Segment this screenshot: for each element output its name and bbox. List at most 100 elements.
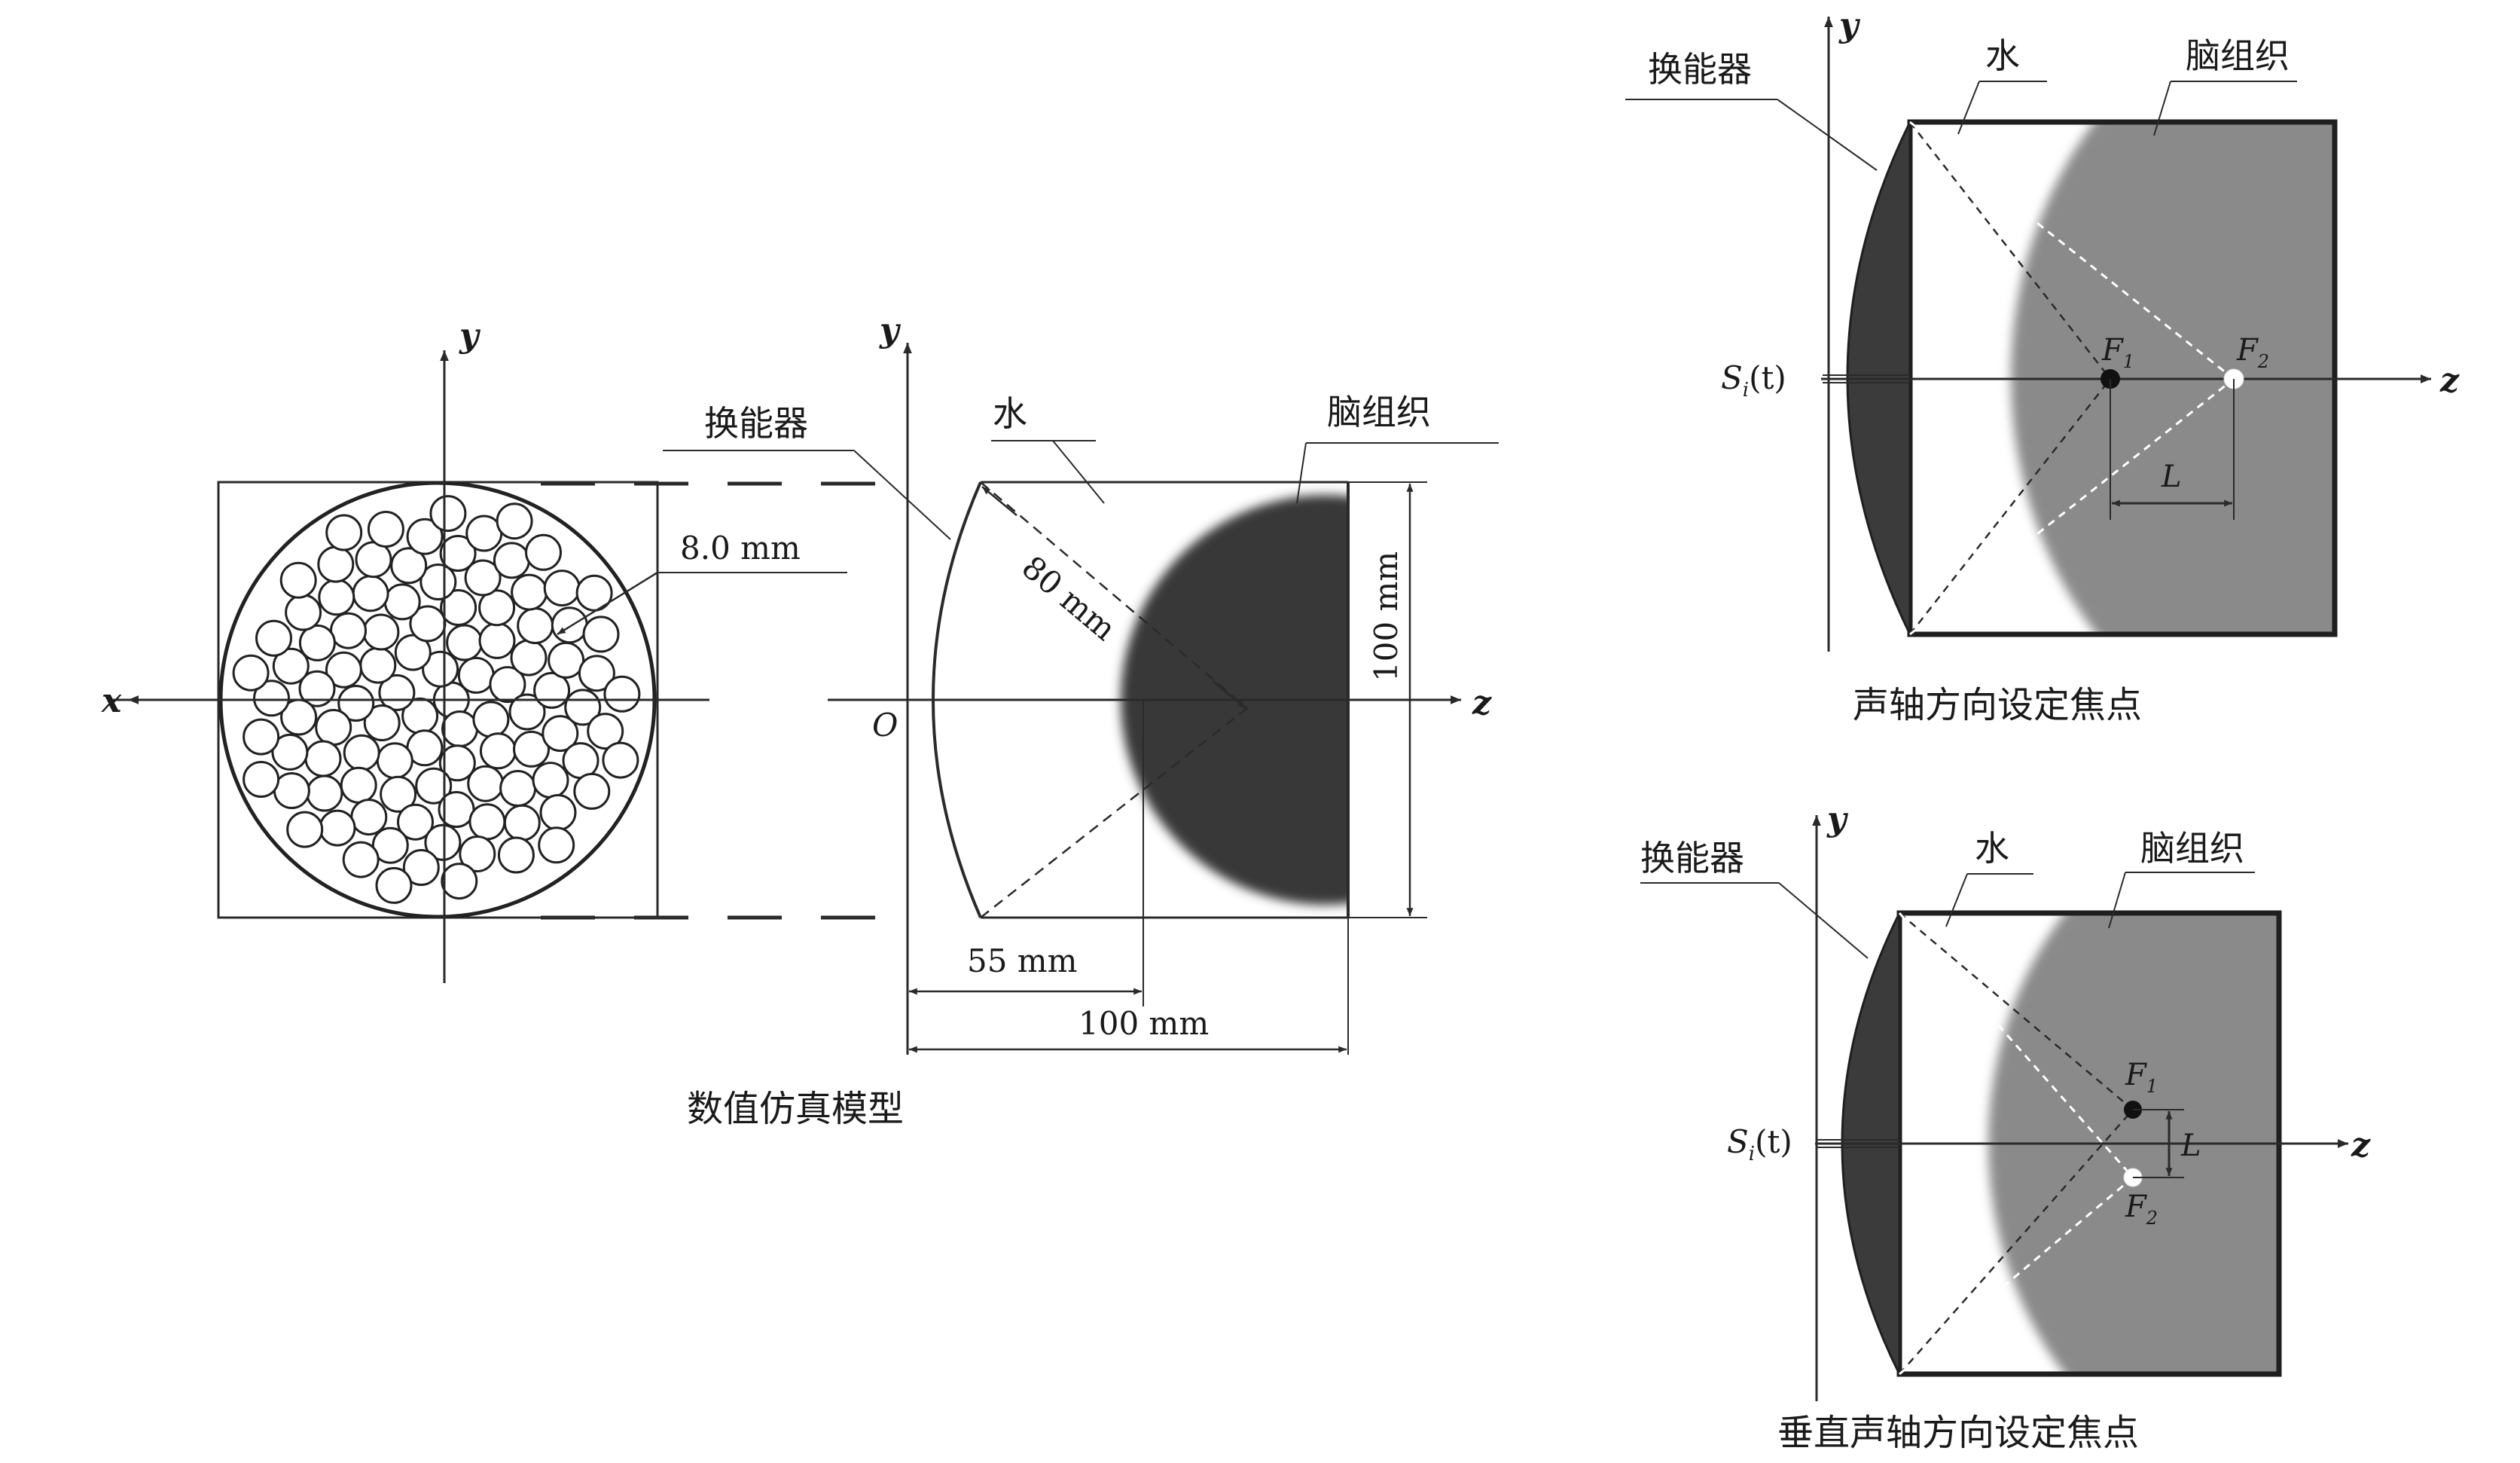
origin-label: O bbox=[872, 707, 898, 744]
array-element bbox=[511, 573, 548, 611]
array-element bbox=[564, 689, 602, 726]
array-element bbox=[367, 511, 404, 548]
lateral-beam-f2-lower bbox=[1899, 1176, 2134, 1376]
axial-f1-label: F1 bbox=[2101, 333, 2134, 372]
array-element bbox=[439, 535, 477, 572]
array-element bbox=[304, 740, 342, 777]
lateral-focus-panel: z y F1 F2 L Si(t) 换能器 水 脑组织 垂直声轴方向设定焦点 bbox=[1640, 800, 2371, 1454]
array-element bbox=[298, 670, 336, 707]
array-element bbox=[394, 634, 432, 671]
lateral-brain-tissue bbox=[1988, 913, 2279, 1374]
array-element bbox=[243, 718, 280, 756]
water-leader-d bbox=[1052, 440, 1105, 504]
axial-signal-label: Si(t) bbox=[1721, 359, 1786, 402]
lateral-L-label: L bbox=[2180, 1129, 2201, 1163]
array-element bbox=[415, 767, 453, 805]
brain-label: 脑组织 bbox=[1327, 392, 1431, 432]
array-element bbox=[406, 518, 444, 555]
focal-line-upper bbox=[980, 481, 1248, 709]
lateral-transducer-label: 换能器 bbox=[1640, 838, 1744, 878]
brain-leader-d bbox=[1296, 442, 1307, 504]
lateral-f1-label: F1 bbox=[2125, 1058, 2158, 1097]
array-element bbox=[330, 612, 367, 649]
array-element bbox=[352, 575, 389, 612]
array-element bbox=[378, 673, 416, 711]
array-element bbox=[446, 624, 484, 661]
lateral-signal-label: Si(t) bbox=[1727, 1123, 1792, 1165]
axial-transducer-leader-d bbox=[1777, 99, 1878, 171]
array-element bbox=[279, 561, 317, 599]
axial-water-leader-d bbox=[1957, 81, 1980, 135]
array-element bbox=[548, 641, 585, 679]
array-element bbox=[273, 772, 310, 809]
array-element bbox=[337, 685, 375, 722]
radius-arrow-end bbox=[1212, 680, 1246, 709]
axial-beam-f2-upper bbox=[1909, 121, 2235, 380]
transducer-leader-d bbox=[853, 450, 951, 540]
axial-brain-leader-d bbox=[2153, 81, 2171, 136]
array-element bbox=[602, 741, 639, 779]
focal-line-lower bbox=[980, 707, 1248, 918]
array-element bbox=[359, 646, 397, 684]
array-element bbox=[422, 650, 459, 688]
array-element bbox=[343, 734, 380, 771]
array-element bbox=[472, 701, 510, 738]
model-side-view: 80 mm z y O 换能器 水 脑组织 100 mm 55 mm 100 m… bbox=[663, 311, 1499, 1130]
array-element bbox=[542, 715, 579, 753]
lateral-z-label: z bbox=[2351, 1126, 2371, 1165]
y-axis-label: y bbox=[459, 316, 481, 355]
array-cross-section: x y 8.0 mm bbox=[101, 316, 847, 983]
z-axis-label: z bbox=[1472, 684, 1492, 722]
model-y-axis-label: y bbox=[879, 311, 902, 350]
lateral-caption: 垂直声轴方向设定焦点 bbox=[1777, 1412, 2139, 1454]
array-element bbox=[582, 615, 620, 653]
array-element bbox=[390, 547, 428, 585]
array-element bbox=[459, 835, 496, 872]
axial-water-label: 水 bbox=[1985, 35, 2020, 76]
array-element bbox=[342, 841, 380, 878]
axial-brain-label: 脑组织 bbox=[2186, 35, 2290, 76]
array-element bbox=[362, 613, 400, 651]
array-element bbox=[285, 594, 322, 631]
array-element bbox=[497, 836, 535, 874]
array-element bbox=[325, 514, 363, 551]
array-element bbox=[380, 775, 417, 813]
array-element bbox=[255, 619, 292, 657]
array-element bbox=[464, 559, 502, 597]
array-element bbox=[478, 622, 516, 659]
array-element bbox=[603, 675, 641, 713]
lateral-transducer-leader-d bbox=[1778, 882, 1869, 959]
array-element bbox=[503, 804, 541, 841]
lateral-water-leader-d bbox=[1945, 873, 1968, 927]
lateral-brain-leader-d bbox=[2108, 872, 2126, 929]
array-element bbox=[317, 545, 355, 583]
array-element bbox=[532, 762, 569, 799]
array-element bbox=[424, 823, 462, 861]
array-element bbox=[243, 761, 280, 798]
radius-arrow-start bbox=[981, 486, 1017, 516]
array-element bbox=[457, 656, 495, 694]
lateral-y-label: y bbox=[1826, 800, 1849, 838]
array-element bbox=[562, 742, 599, 780]
array-element bbox=[438, 744, 476, 782]
array-element bbox=[551, 606, 588, 644]
axial-y-label: y bbox=[1838, 6, 1861, 44]
height-dim-label: 100 mm bbox=[1368, 551, 1405, 682]
array-element bbox=[272, 647, 310, 685]
lateral-brain-label: 脑组织 bbox=[2140, 828, 2244, 869]
array-element bbox=[298, 624, 336, 661]
array-element bbox=[306, 774, 343, 812]
array-element bbox=[286, 811, 324, 848]
array-element bbox=[539, 794, 577, 831]
element-dim-label: 8.0 mm bbox=[680, 530, 801, 567]
array-element bbox=[517, 607, 554, 645]
array-element bbox=[543, 570, 581, 607]
array-element bbox=[468, 803, 506, 841]
array-element bbox=[375, 866, 413, 904]
array-element bbox=[376, 742, 413, 780]
array-element bbox=[440, 589, 477, 626]
array-element bbox=[253, 680, 290, 717]
array-element bbox=[371, 826, 409, 864]
